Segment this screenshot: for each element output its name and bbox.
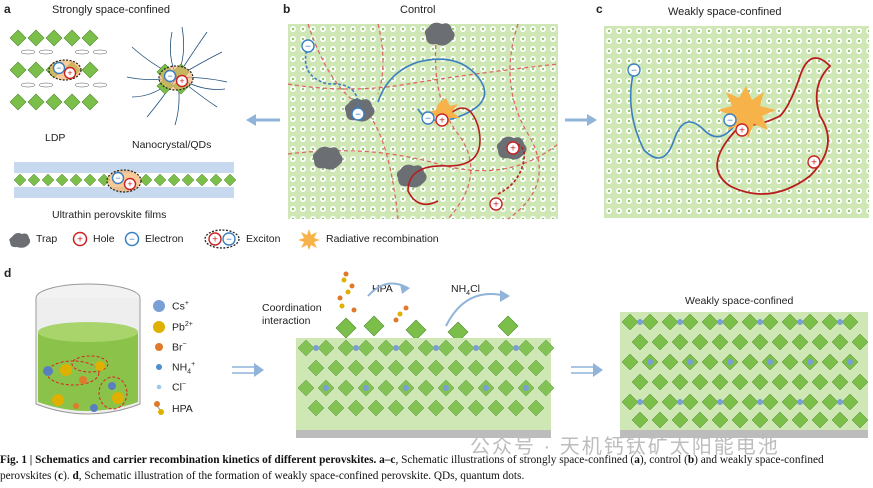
panel-letter-a: a bbox=[4, 2, 11, 16]
nh4cl-label-main: NH bbox=[451, 283, 467, 295]
cl-ion-icon bbox=[156, 384, 162, 390]
coordination-interaction-label: Coordination interaction bbox=[262, 302, 322, 327]
ldp-illustration: − + bbox=[9, 29, 108, 111]
species-br-label: Br− bbox=[172, 341, 187, 354]
svg-text:+: + bbox=[77, 235, 83, 246]
species-pb-charge: 2+ bbox=[184, 321, 193, 328]
svg-text:−: − bbox=[305, 42, 311, 53]
svg-text:−: − bbox=[167, 71, 172, 81]
species-nh4-charge: + bbox=[191, 361, 196, 368]
arrow-right-icon-d2 bbox=[571, 363, 603, 377]
species-pb-label: Pb2+ bbox=[172, 321, 193, 334]
svg-text:+: + bbox=[212, 235, 218, 246]
br-ion-icon bbox=[155, 343, 163, 351]
legend-hole-label: Hole bbox=[93, 233, 115, 245]
nanocrystal-illustration: − + bbox=[126, 26, 228, 126]
control-perovskite-illustration: − − − + + + bbox=[287, 22, 559, 220]
svg-text:+: + bbox=[67, 68, 72, 78]
cs-ion-icon bbox=[153, 300, 165, 312]
caption-ref-b: b bbox=[687, 454, 695, 466]
svg-text:−: − bbox=[115, 173, 120, 183]
film-formation-illustration bbox=[296, 271, 555, 438]
weakly-confined-lattice-illustration bbox=[620, 312, 869, 438]
beaker-illustration bbox=[35, 283, 141, 415]
trap-icon bbox=[9, 233, 31, 248]
ultrathin-film-label: Ultrathin perovskite films bbox=[52, 209, 167, 221]
species-cs-name: Cs bbox=[172, 300, 185, 313]
species-cs-label: Cs+ bbox=[172, 300, 189, 313]
hole-icon: + bbox=[72, 231, 88, 247]
svg-text:−: − bbox=[355, 110, 361, 121]
svg-text:+: + bbox=[811, 158, 817, 169]
watermark: 公众号 · 天机钙钛矿太阳能电池 bbox=[470, 436, 780, 458]
svg-text:+: + bbox=[179, 76, 184, 86]
electron-icon: − bbox=[124, 231, 140, 247]
legend-radiative-label: Radiative recombination bbox=[326, 233, 439, 245]
species-cl-label: Cl− bbox=[172, 381, 186, 394]
svg-text:+: + bbox=[510, 144, 516, 155]
caption-d-text: , Schematic illustration of the formatio… bbox=[78, 470, 525, 482]
hpa-molecule-icon bbox=[154, 401, 164, 415]
panel-a-title: Strongly space-confined bbox=[52, 4, 171, 16]
legend-electron-label: Electron bbox=[145, 233, 184, 245]
nanocrystal-label: Nanocrystal/QDs bbox=[132, 139, 212, 151]
species-cl-name: Cl bbox=[172, 381, 182, 394]
svg-text:+: + bbox=[493, 200, 499, 211]
arrow-right-icon-d1 bbox=[232, 363, 264, 377]
caption-ref-a: a bbox=[634, 454, 640, 466]
species-nh4-subscript: 4 bbox=[187, 368, 192, 376]
species-cs-charge: + bbox=[184, 300, 189, 307]
species-pb-name: Pb bbox=[172, 321, 185, 334]
species-hpa-label: HPA bbox=[172, 403, 193, 415]
weakly-confined-d-title: Weakly space-confined bbox=[685, 295, 794, 307]
caption-d-label: d bbox=[72, 470, 79, 482]
caption-mid2: ) and weakly space-confined perovskites … bbox=[0, 454, 824, 482]
svg-text:−: − bbox=[56, 63, 61, 73]
svg-text:−: − bbox=[631, 66, 637, 77]
species-br-name: Br bbox=[172, 341, 183, 354]
nh4cl-label: NH4Cl bbox=[451, 283, 480, 297]
svg-text:+: + bbox=[439, 116, 445, 127]
svg-text:+: + bbox=[127, 179, 132, 189]
caption-ref-c: c bbox=[58, 470, 64, 482]
caption-mid3: ). bbox=[63, 470, 73, 482]
species-nh4-name: NH bbox=[172, 361, 188, 374]
panel-letter-c: c bbox=[596, 2, 603, 16]
ldp-label: LDP bbox=[45, 132, 66, 144]
nh4cl-label-subscript: 4 bbox=[466, 290, 471, 298]
weakly-confined-illustration: − − + + bbox=[604, 26, 869, 218]
panel-letter-d: d bbox=[4, 266, 12, 280]
exciton-icon: + − bbox=[204, 229, 240, 249]
nh4cl-label-tail: Cl bbox=[470, 283, 480, 295]
panel-letter-b: b bbox=[283, 2, 291, 16]
arrow-right-icon bbox=[565, 114, 597, 126]
ultrathin-film-illustration: − + bbox=[13, 162, 237, 198]
caption-ac-label: a–c bbox=[379, 454, 396, 466]
legend-trap-label: Trap bbox=[36, 233, 58, 245]
arrow-left-icon bbox=[246, 114, 280, 126]
species-nh4-label: NH4+ bbox=[172, 361, 195, 376]
svg-text:−: − bbox=[129, 235, 135, 246]
hpa-label: HPA bbox=[372, 283, 393, 295]
svg-text:−: − bbox=[425, 114, 431, 125]
radiative-recombination-icon bbox=[298, 229, 320, 250]
figure-caption: Fig. 1 | Schematics and carrier recombin… bbox=[0, 452, 873, 484]
panel-b-title: Control bbox=[400, 4, 436, 16]
svg-text:−: − bbox=[727, 116, 733, 127]
species-cl-charge: − bbox=[181, 381, 187, 388]
caption-ac-text: , Schematic illustrations of strongly sp… bbox=[395, 454, 635, 466]
panel-c-title: Weakly space-confined bbox=[668, 6, 782, 18]
legend-exciton-label: Exciton bbox=[246, 233, 281, 245]
pb-ion-icon bbox=[153, 321, 165, 333]
nh4-ion-icon bbox=[156, 364, 162, 370]
caption-fig-title: Fig. 1 | Schematics and carrier recombin… bbox=[0, 454, 377, 466]
caption-mid1: ), control ( bbox=[639, 454, 688, 466]
svg-text:−: − bbox=[226, 235, 232, 246]
species-br-charge: − bbox=[182, 341, 187, 348]
svg-text:+: + bbox=[739, 126, 745, 137]
